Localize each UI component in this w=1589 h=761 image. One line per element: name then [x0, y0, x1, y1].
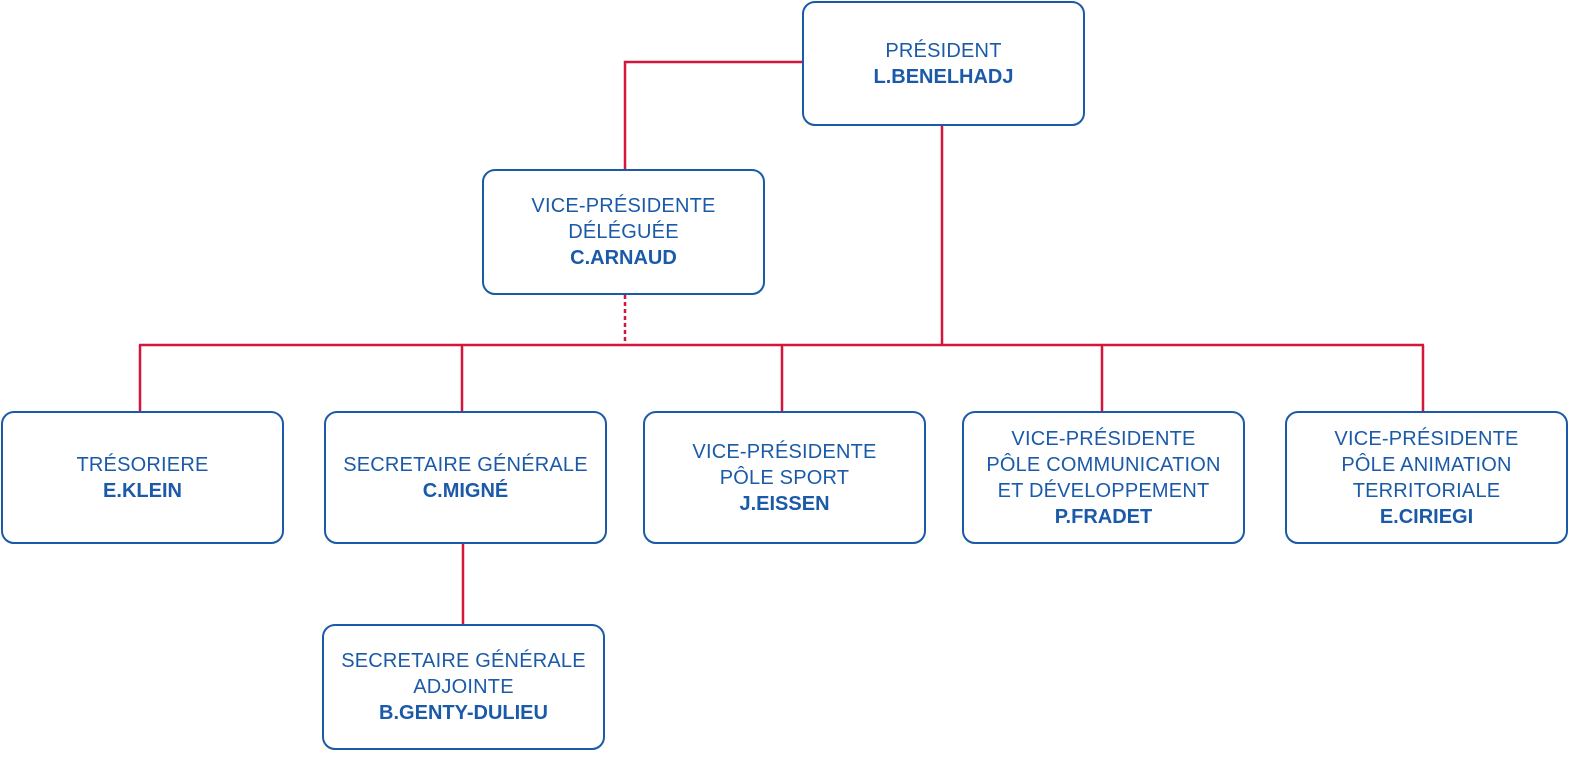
- box-tresoriere: TRÉSORIERE E.KLEIN: [1, 411, 284, 544]
- box-vp-sport: VICE-PRÉSIDENTE PÔLE SPORT J.EISSEN: [643, 411, 926, 544]
- connector-president-vp-delegue: [623, 60, 802, 169]
- role-line: VICE-PRÉSIDENTE: [1011, 427, 1196, 450]
- role-line: ADJOINTE: [413, 676, 514, 698]
- role-line: PÔLE ANIMATION: [1341, 453, 1512, 476]
- person-name: J.EISSEN: [739, 492, 830, 515]
- box-secretaire-adjointe: SECRETAIRE GÉNÉRALE ADJOINTE B.GENTY-DUL…: [322, 624, 605, 750]
- box-secretaire-generale: SECRETAIRE GÉNÉRALE C.MIGNÉ: [324, 411, 607, 544]
- role-line: PÔLE SPORT: [719, 466, 850, 489]
- person-name: C.MIGNÉ: [422, 479, 509, 502]
- box-vp-delegue: VICE-PRÉSIDENTE DÉLÉGUÉE C.ARNAUD: [482, 169, 765, 295]
- person-name: E.KLEIN: [103, 479, 182, 502]
- role-line: DÉLÉGUÉE: [568, 221, 679, 243]
- box-vp-communication: VICE-PRÉSIDENTE PÔLE COMMUNICATION ET DÉ…: [962, 411, 1245, 544]
- role-line: VICE-PRÉSIDENTE: [692, 440, 877, 463]
- person-name: P.FRADET: [1054, 505, 1153, 528]
- box-vp-animation: VICE-PRÉSIDENTE PÔLE ANIMATION TERRITORI…: [1285, 411, 1568, 544]
- role-line: ET DÉVELOPPEMENT: [997, 479, 1210, 502]
- person-name: E.CIRIEGI: [1379, 505, 1474, 528]
- person-name: L.BENELHADJ: [873, 65, 1014, 88]
- role-line: SECRETAIRE GÉNÉRALE: [343, 453, 588, 476]
- role-line: TRÉSORIERE: [76, 453, 209, 476]
- person-name: C.ARNAUD: [570, 247, 677, 269]
- person-name: B.GENTY-DULIEU: [379, 702, 548, 724]
- role-line: VICE-PRÉSIDENTE: [531, 195, 716, 217]
- role-line: TERRITORIALE: [1352, 479, 1501, 502]
- role-line: PÔLE COMMUNICATION: [986, 453, 1221, 476]
- role-line: PRÉSIDENT: [885, 39, 1002, 62]
- role-line: SECRETAIRE GÉNÉRALE: [341, 650, 586, 672]
- role-line: VICE-PRÉSIDENTE: [1334, 427, 1519, 450]
- box-president: PRÉSIDENT L.BENELHADJ: [802, 1, 1085, 126]
